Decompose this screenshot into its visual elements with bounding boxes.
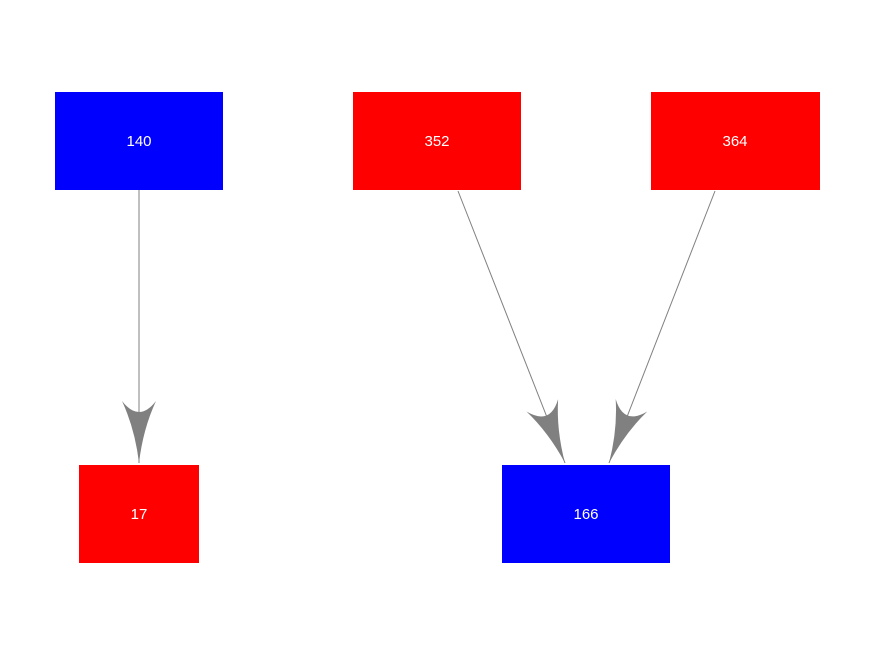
node-166-box <box>502 465 670 563</box>
edge-364-to-166 <box>608 190 716 464</box>
node-166: 166 <box>502 465 670 563</box>
node-364-box <box>651 92 820 190</box>
node-17-label: 17 <box>131 506 148 523</box>
node-140: 140 <box>55 92 223 190</box>
node-352-box <box>353 92 521 190</box>
node-140-box <box>55 92 223 190</box>
edges-group <box>122 190 716 464</box>
node-364-label: 364 <box>722 133 747 150</box>
node-17: 17 <box>79 465 199 563</box>
node-352: 352 <box>353 92 521 190</box>
edge-352-to-166 <box>457 190 566 464</box>
node-364: 364 <box>651 92 820 190</box>
node-17-box <box>79 465 199 563</box>
nodes-group: 140 352 364 17 166 <box>55 92 820 563</box>
node-352-label: 352 <box>424 133 449 150</box>
node-166-label: 166 <box>573 506 598 523</box>
node-140-label: 140 <box>126 133 151 150</box>
